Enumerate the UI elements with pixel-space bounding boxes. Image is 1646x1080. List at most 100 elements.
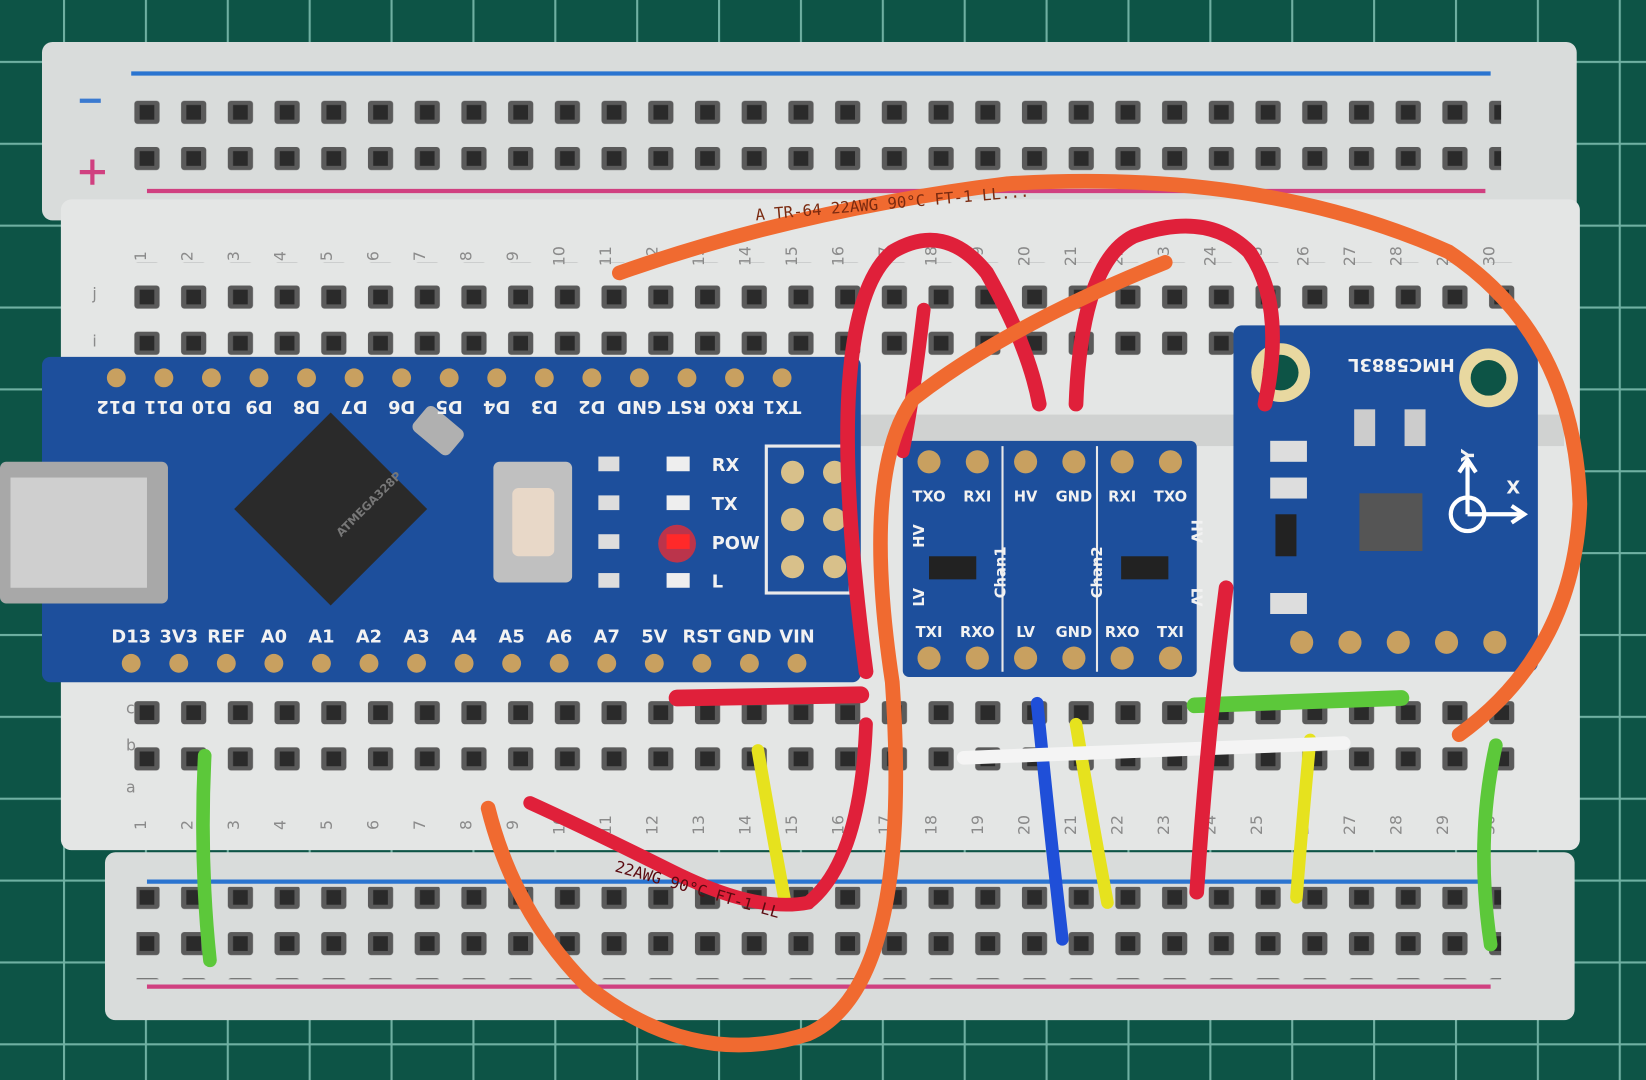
header-pin: [1290, 630, 1314, 654]
column-number: 21: [1061, 246, 1080, 266]
column-number: 5: [317, 820, 336, 830]
column-number: 9: [503, 251, 522, 261]
column-number: 20: [1014, 246, 1033, 266]
pin-label-top: D8: [293, 396, 320, 417]
pin-label-bottom: A6: [546, 626, 572, 647]
pin-label-bottom: A2: [356, 626, 382, 647]
column-number: 3: [224, 820, 243, 830]
led-label: POW: [712, 533, 760, 554]
header-pin: [216, 653, 236, 673]
column-number: 12: [642, 815, 661, 835]
column-number: 28: [1387, 246, 1406, 266]
header-pin: [1062, 646, 1086, 670]
hmc5883l-magnetometer: HMC5883L Y X: [1233, 325, 1538, 672]
header-pin: [1110, 646, 1134, 670]
pin-label-top: TX1: [763, 396, 801, 417]
column-number: 1: [131, 820, 150, 830]
wire-red-short: [668, 686, 870, 707]
lv-side-label-left: LV: [911, 587, 928, 606]
pin-label-bottom: GND: [727, 626, 771, 647]
column-number: 4: [270, 251, 289, 261]
header-pin: [692, 653, 712, 673]
ls-pin-label-bottom: RXO: [960, 624, 995, 641]
power-led-glow: [658, 524, 696, 563]
header-pin: [582, 368, 602, 388]
column-number: 2: [177, 251, 196, 261]
pin-label-bottom: REF: [207, 626, 245, 647]
header-pin: [1435, 630, 1459, 654]
header-pin: [1483, 630, 1507, 654]
pin-label-top: D10: [192, 396, 232, 417]
header-pin: [1386, 630, 1410, 654]
header-pin: [739, 653, 759, 673]
column-number: 3: [224, 251, 243, 261]
pin-label-top: D4: [483, 396, 510, 417]
pin-label-bottom: 5V: [641, 626, 667, 647]
wire-blue: [1030, 696, 1069, 946]
pin-label-bottom: A3: [403, 626, 429, 647]
lv-side-label-right: LV: [1187, 588, 1204, 607]
column-number: 15: [782, 246, 801, 266]
row-label-b: b: [126, 735, 136, 754]
pin-label-top: D12: [97, 396, 137, 417]
header-pin: [344, 368, 364, 388]
led-label: TX: [712, 494, 738, 515]
header-pin: [965, 646, 989, 670]
column-number: 4: [270, 820, 289, 830]
pin-label-top: RST: [667, 396, 707, 417]
header-pin: [917, 646, 941, 670]
column-number: 22: [1107, 815, 1126, 835]
led-label: RX: [712, 455, 740, 476]
column-number: 15: [782, 815, 801, 835]
pin-label-bottom: D13: [111, 626, 151, 647]
header-pin: [502, 653, 522, 673]
wire-orange-loop: [480, 255, 1173, 1053]
column-number: 7: [410, 251, 429, 261]
wire-green-mid: [1186, 690, 1410, 714]
led-l: [666, 573, 690, 588]
pin-label-bottom: A0: [261, 626, 287, 647]
ls-pin-label-top: RXI: [1108, 489, 1136, 506]
ls-pin-label-top: GND: [1056, 489, 1093, 506]
column-number: 28: [1387, 815, 1406, 835]
row-label-i: i: [92, 331, 96, 350]
column-number: 21: [1061, 815, 1080, 835]
pin-label-top: D2: [578, 396, 605, 417]
pin-label-bottom: A4: [451, 626, 477, 647]
header-pin: [772, 368, 792, 388]
crystal: [412, 405, 464, 456]
ls-pin-label-bottom: TXI: [1157, 624, 1184, 641]
ls-pin-label-bottom: GND: [1056, 624, 1093, 641]
column-number: 9: [503, 820, 522, 830]
header-pin: [534, 368, 554, 388]
axis-indicator-icon: [1448, 455, 1529, 534]
header-pin: [725, 368, 744, 388]
resistor: [598, 456, 620, 472]
wire-yellow-3: [1290, 733, 1317, 904]
column-number: 7: [410, 820, 429, 830]
wire-green-right: [1477, 738, 1503, 952]
pin-label-top: D6: [388, 396, 415, 417]
sensor-chip: [1359, 493, 1423, 552]
header-pin: [787, 653, 807, 673]
header-pin: [169, 653, 189, 673]
column-number: 29: [1433, 815, 1452, 835]
wire-red-curve: [523, 717, 873, 912]
resistor: [598, 573, 620, 588]
column-number: 27: [1340, 815, 1359, 835]
ls-pin-label-bottom: LV: [1016, 624, 1035, 641]
header-pin: [1158, 450, 1183, 474]
wire-white: [956, 736, 1351, 765]
pin-label-bottom: A1: [308, 626, 334, 647]
led-label: L: [712, 572, 723, 593]
column-number: 16: [828, 246, 847, 266]
axis-x-label: X: [1506, 477, 1520, 498]
pin-label-bottom: RST: [682, 626, 722, 647]
column-number: 8: [456, 820, 475, 830]
column-number: 10: [549, 246, 568, 266]
column-number: 14: [735, 815, 754, 835]
pin-label-top: D5: [436, 396, 463, 417]
led-rx: [666, 456, 690, 472]
